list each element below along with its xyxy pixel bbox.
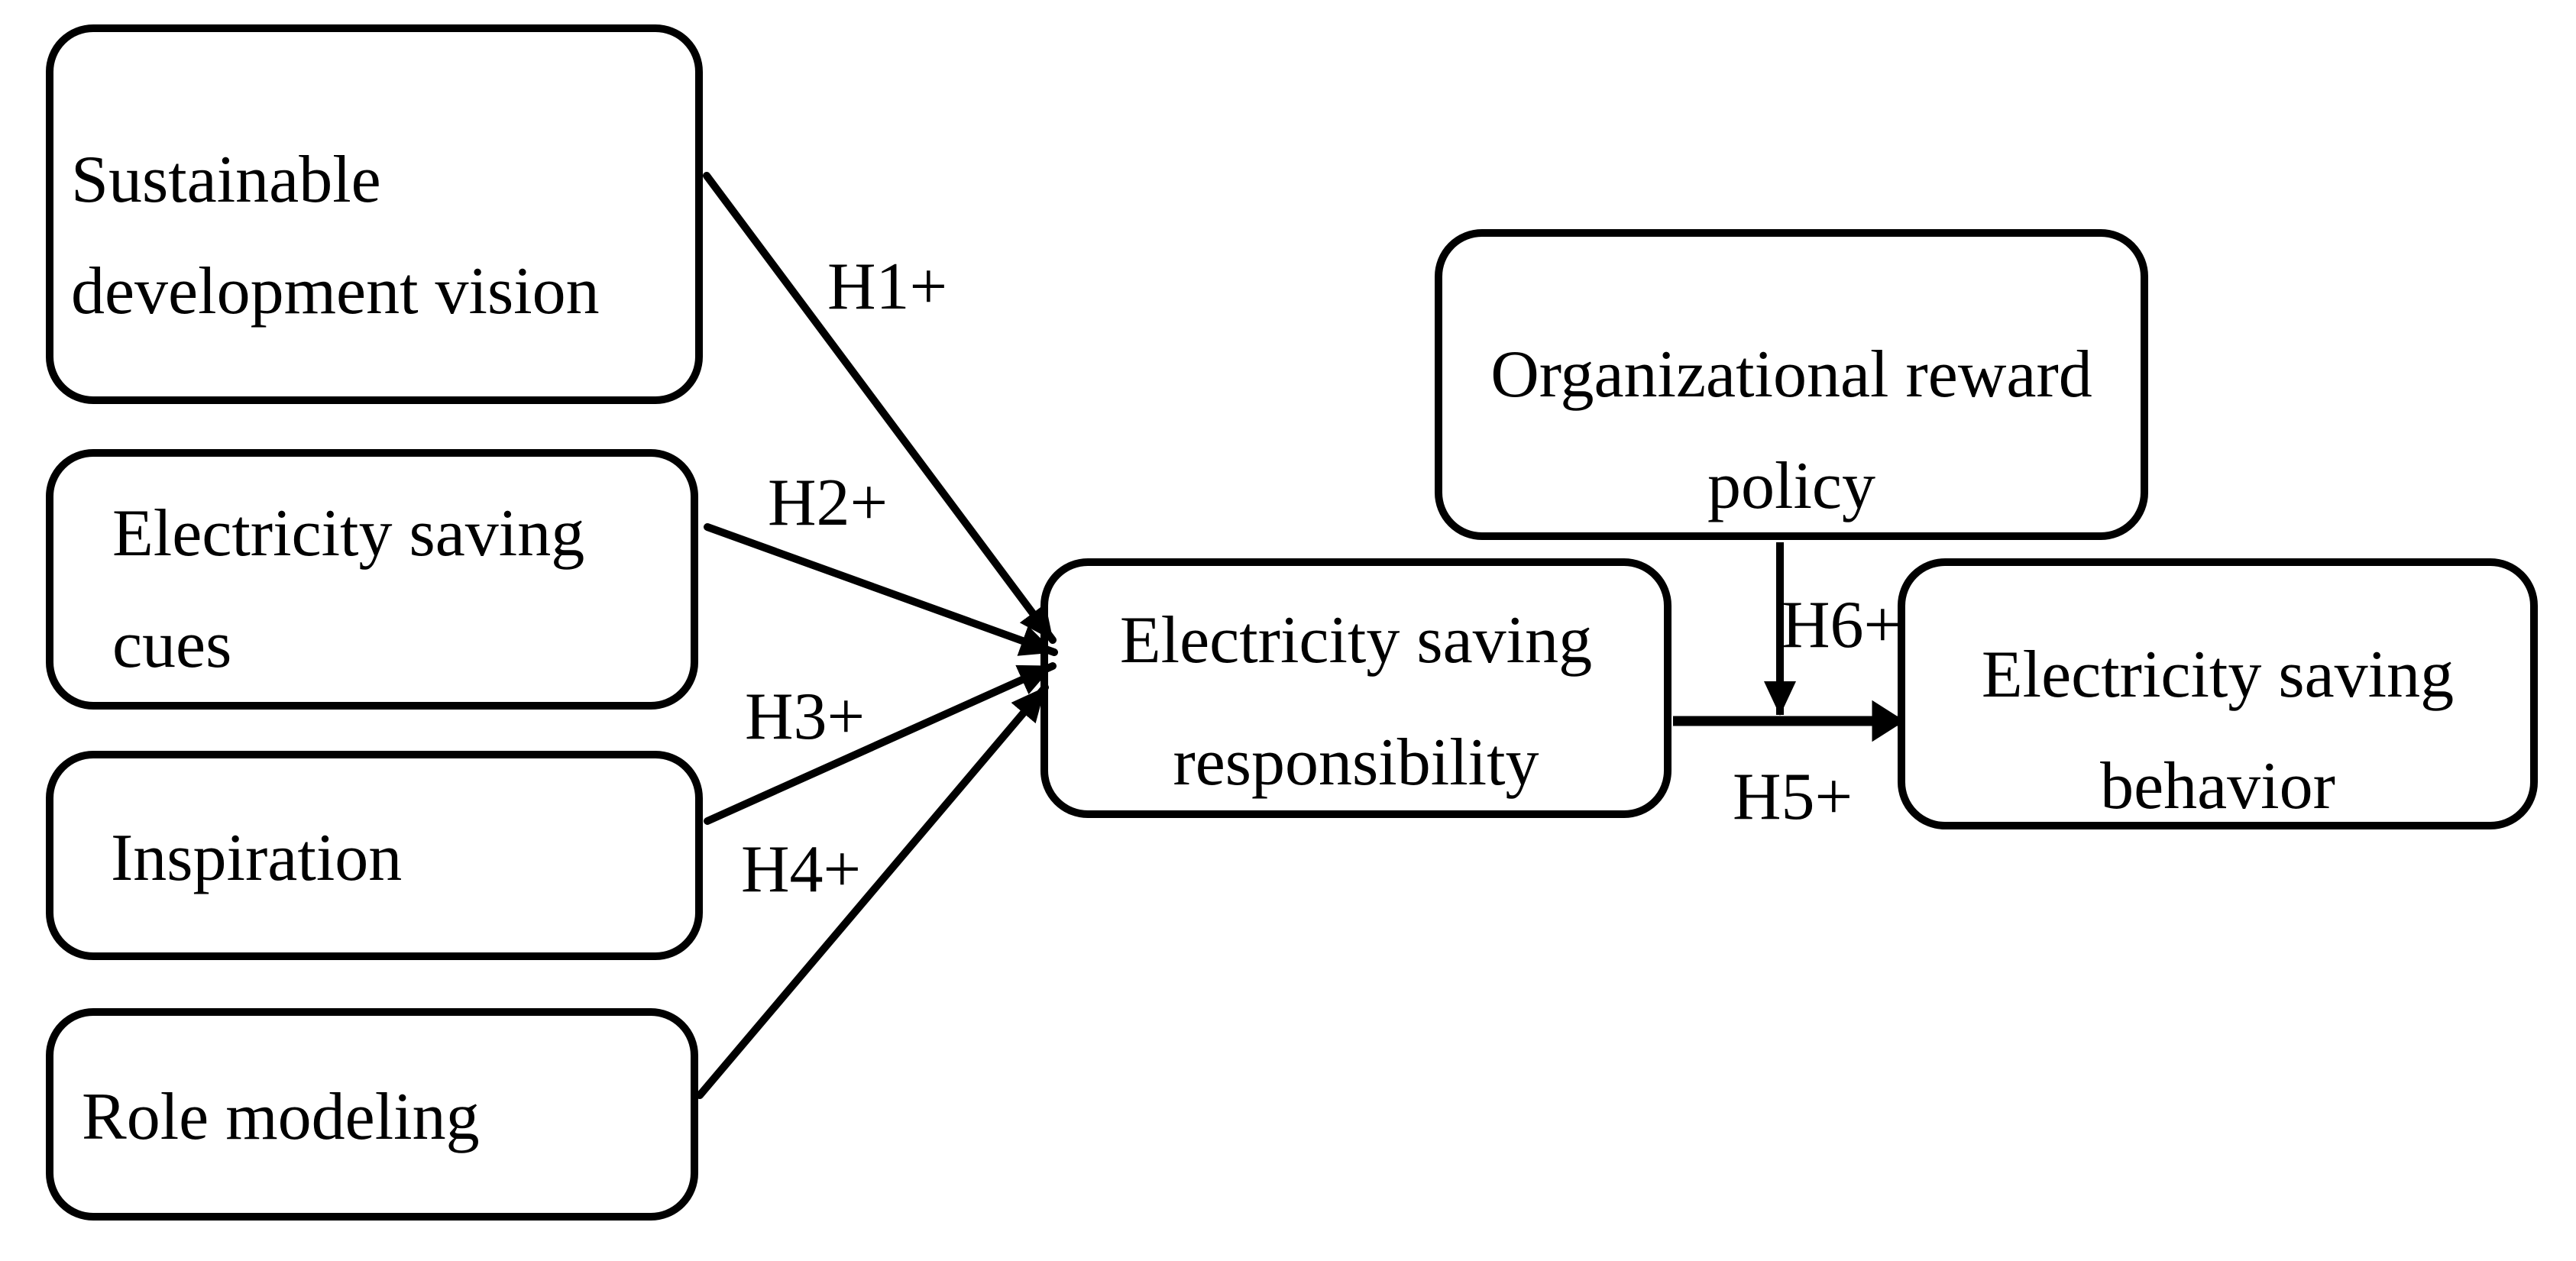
node-label-line: Electricity saving (112, 496, 585, 571)
node-electricity-saving-responsibility: Electricity saving responsibility (1040, 558, 1671, 818)
hypothesis-label-h2: H2+ (768, 466, 888, 540)
node-role-modeling: Role modeling (46, 1008, 698, 1221)
node-label-line: Organizational reward (1490, 338, 2092, 412)
hypothesis-label-h5: H5+ (1733, 760, 1853, 834)
node-label-line: behavior (2100, 749, 2335, 823)
node-label-line: cues (112, 608, 232, 682)
node-electricity-saving-cues: Electricity saving cues (46, 449, 698, 710)
node-organizational-reward-policy: Organizational reward policy (1435, 229, 2148, 540)
node-sustainable-development-vision: Sustainable development vision (46, 24, 703, 404)
node-label-line: Sustainable (71, 143, 381, 217)
arrow-h1 (703, 172, 1057, 644)
hypothesis-label-h3: H3+ (745, 680, 866, 754)
hypothesis-label-h1: H1+ (827, 250, 948, 324)
node-electricity-saving-behavior: Electricity saving behavior (1898, 558, 2538, 829)
hypothesis-label-h6: H6+ (1782, 588, 1902, 662)
hypothesis-label-h4: H4+ (741, 833, 862, 907)
node-label-line: Role modeling (82, 1080, 480, 1154)
node-label-line: development vision (71, 254, 600, 328)
node-label-line: Electricity saving (1981, 638, 2455, 712)
node-label-line: Electricity saving (1119, 603, 1593, 677)
node-label-line: Inspiration (111, 821, 403, 895)
node-inspiration: Inspiration (46, 751, 703, 960)
node-label-line: policy (1707, 449, 1875, 523)
node-label-line: responsibility (1173, 726, 1539, 800)
arrow-h2 (704, 523, 1058, 656)
